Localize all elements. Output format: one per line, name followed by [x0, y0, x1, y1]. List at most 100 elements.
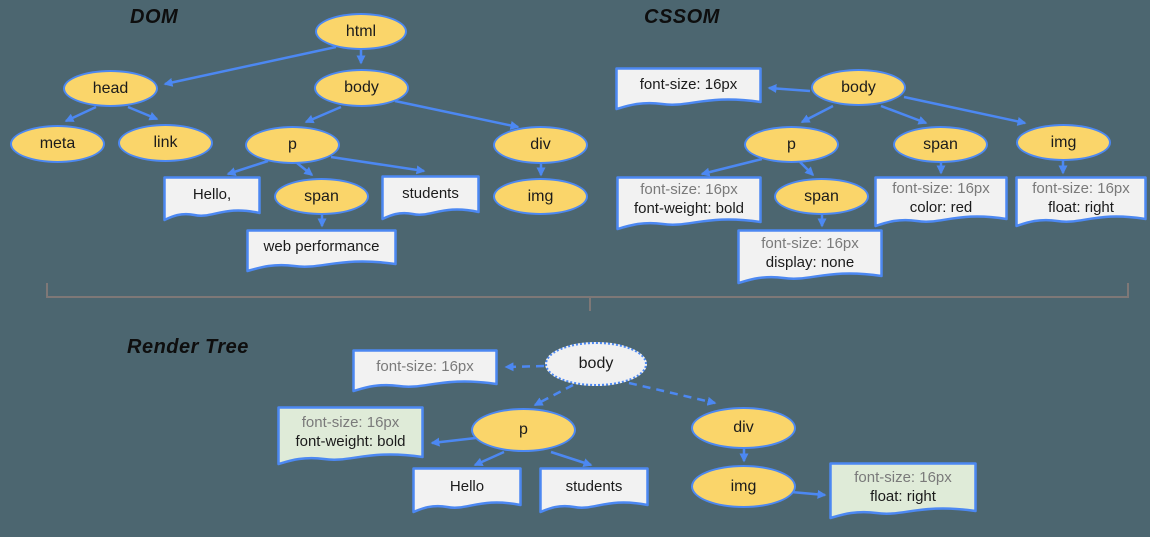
- document-shape-text: Hello,: [163, 176, 261, 213]
- arrow: [226, 159, 269, 176]
- arrow: [903, 95, 1027, 126]
- doc-line: font-weight: bold: [633, 200, 745, 217]
- cssom-node-span: span: [774, 178, 869, 215]
- cssom-style-p: font-size: 16px font-weight: bold: [616, 176, 762, 232]
- document-shape-text: font-size: 16px: [615, 67, 762, 102]
- document-shape: [616, 176, 762, 231]
- cssom-node-span: span: [893, 126, 988, 163]
- doc-line: students: [402, 185, 459, 202]
- arrow: [800, 104, 834, 124]
- document-shape: [737, 229, 883, 285]
- arrow: [880, 104, 928, 125]
- dom-node-html: html: [315, 13, 407, 50]
- doc-line: Hello: [449, 477, 485, 495]
- render-node-body: body: [545, 342, 647, 386]
- document-shape: [352, 349, 498, 393]
- doc-line: font-size: 16px: [376, 358, 474, 375]
- dashed-arrow: [533, 383, 574, 407]
- arrow: [767, 84, 811, 94]
- document-shape-text: font-size: 16px: [352, 349, 498, 384]
- render-text-students: students: [539, 467, 649, 515]
- document-shape: [1015, 176, 1147, 228]
- arrow: [799, 161, 815, 177]
- doc-line: font-size: 16px: [761, 234, 859, 252]
- render-tree-section-title: Render Tree: [127, 336, 249, 358]
- arrow: [330, 155, 426, 175]
- dom-node-link: link: [118, 124, 213, 162]
- document-shape-text: font-size: 16px font-weight: bold: [616, 176, 762, 222]
- cssom-node-p: p: [744, 126, 839, 163]
- dom-node-span: span: [274, 178, 369, 215]
- dom-text-webperf: web performance: [246, 229, 397, 274]
- doc-line: font-size: 16px: [1032, 179, 1130, 197]
- document-shape-text: web performance: [246, 229, 397, 264]
- document-shape: [829, 462, 977, 520]
- doc-line: display: none: [765, 253, 855, 271]
- arrow: [296, 162, 314, 176]
- cssom-section-title: CSSOM: [644, 6, 720, 28]
- arrow: [127, 105, 159, 121]
- doc-line: web performance: [263, 238, 380, 255]
- cssom-node-body: body: [811, 69, 906, 106]
- dom-text-students: students: [381, 175, 480, 222]
- render-node-div: div: [691, 407, 796, 449]
- render-node-p: p: [471, 408, 576, 452]
- section-divider-bracket: [46, 283, 1129, 311]
- doc-line: float: right: [1048, 198, 1114, 216]
- arrow: [304, 105, 342, 124]
- render-style-body: font-size: 16px: [352, 349, 498, 394]
- cssom-node-img: img: [1016, 124, 1111, 161]
- arrow: [64, 105, 97, 123]
- document-shape-text: Hello: [412, 467, 522, 505]
- document-shape: [539, 467, 649, 514]
- doc-line: font-size: 16px: [640, 181, 738, 198]
- doc-line: font-size: 16px: [854, 468, 952, 486]
- dom-node-head: head: [63, 70, 158, 107]
- dom-text-hello: Hello,: [163, 176, 261, 223]
- arrow: [700, 157, 763, 177]
- dashed-arrow: [504, 362, 545, 372]
- doc-line: Hello,: [192, 186, 232, 203]
- dashed-arrow: [628, 381, 717, 406]
- cssom-style-body: font-size: 16px: [615, 67, 762, 112]
- doc-line: font-weight: bold: [295, 432, 406, 450]
- arrow: [550, 450, 593, 467]
- dom-section-title: DOM: [130, 6, 179, 28]
- document-shape-text: students: [539, 467, 649, 505]
- document-shape: [381, 175, 480, 221]
- document-shape: [163, 176, 261, 222]
- dom-node-meta: meta: [10, 125, 105, 163]
- doc-line: students: [565, 477, 623, 495]
- arrow: [790, 489, 827, 499]
- doc-line: font-size: 16px: [639, 76, 738, 93]
- document-shape: [246, 229, 397, 273]
- arrow: [430, 436, 477, 447]
- render-node-img: img: [691, 465, 796, 508]
- arrow: [394, 99, 520, 130]
- doc-line: font-size: 16px: [301, 413, 400, 431]
- document-shape-text: students: [381, 175, 480, 212]
- dom-node-div: div: [493, 126, 588, 164]
- doc-line: float: right: [870, 487, 936, 505]
- document-shape: [874, 176, 1008, 228]
- arrow: [163, 45, 337, 87]
- dom-node-img: img: [493, 178, 588, 215]
- doc-line: color: red: [909, 198, 973, 216]
- render-text-hello: Hello: [412, 467, 522, 515]
- document-shape: [412, 467, 522, 514]
- document-shape: [615, 67, 762, 111]
- doc-line: font-size: 16px: [892, 179, 990, 197]
- dom-node-body: body: [314, 69, 409, 107]
- dom-node-p: p: [245, 126, 340, 164]
